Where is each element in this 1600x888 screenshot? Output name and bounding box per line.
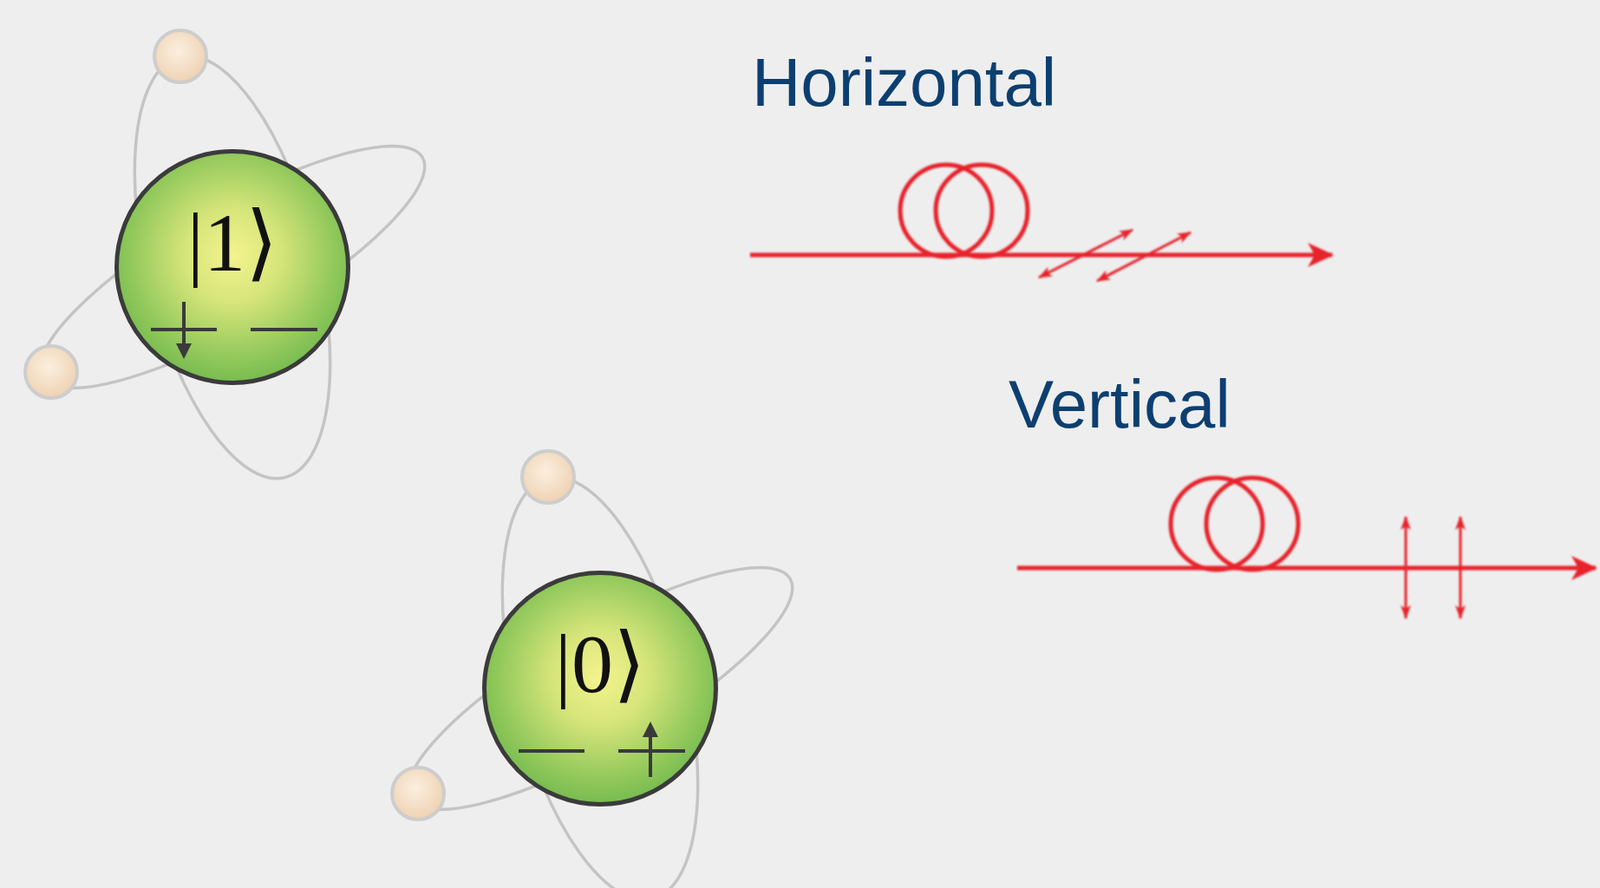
orbit	[13, 106, 452, 429]
photon-horizontal	[750, 164, 1333, 281]
energy-level	[250, 327, 318, 332]
spin-arrowhead	[176, 343, 192, 360]
photon-loop	[935, 164, 1028, 257]
spin-arrow	[648, 731, 653, 778]
electron	[154, 30, 207, 83]
orbit	[464, 457, 735, 888]
polarization-arrow	[1459, 516, 1463, 619]
polarization-arrow	[1097, 232, 1191, 281]
state-label: |1⟩	[187, 196, 279, 289]
polarization-label: Horizontal	[751, 48, 1057, 117]
electron	[391, 767, 445, 820]
orbit	[380, 528, 820, 850]
atom-circle: |0⟩	[482, 570, 719, 807]
energy-level	[518, 749, 585, 753]
spin-arrow	[182, 301, 186, 349]
photon-loop	[1206, 477, 1299, 570]
photon-vertical	[1017, 477, 1596, 619]
electron	[522, 450, 575, 503]
electron	[25, 346, 78, 399]
state-label: |0⟩	[555, 618, 647, 711]
polarization-arrow	[1404, 516, 1408, 619]
photon-path	[750, 253, 1333, 258]
atom-circle: |1⟩	[114, 149, 351, 386]
polarization-label: Vertical	[1008, 370, 1231, 438]
spin-arrowhead	[642, 721, 659, 738]
orbit	[97, 36, 367, 499]
orbits	[13, 36, 820, 888]
photon-path	[1017, 566, 1596, 571]
